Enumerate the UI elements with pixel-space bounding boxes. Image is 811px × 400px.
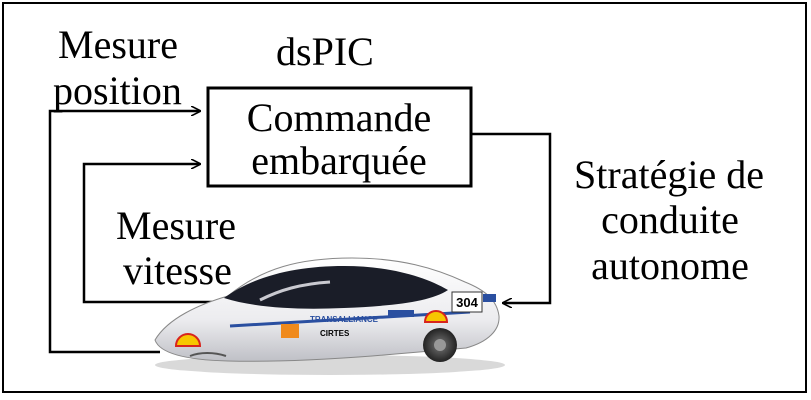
rear-wheel-hub (434, 339, 446, 351)
blue-decal-2 (483, 294, 496, 302)
mesure-position-line1: Mesure (58, 22, 178, 67)
commande-label: Commande (247, 95, 431, 140)
commande-embarquee-box (206, 86, 473, 188)
speed-feedback-arrow (82, 164, 215, 304)
position-feedback-arrow (48, 111, 200, 354)
front-wheel-fairing (189, 352, 227, 357)
sponsor-transalliance: TRANSALLIANCE (310, 315, 379, 324)
shell-logo-front (174, 333, 202, 347)
orange-decal (281, 324, 299, 338)
sponsor-cirtes: CIRTES (320, 329, 350, 338)
strategy-command-arrow (471, 132, 552, 303)
canopy-frame (259, 280, 331, 302)
strategie-line3: autonome (591, 243, 749, 288)
strategie-line1: Stratégie de (574, 152, 764, 197)
car-canopy (224, 266, 448, 309)
mesure-vitesse-line1: Mesure (116, 203, 236, 248)
eco-car-illustration: 304 TRANSALLIANCE CIRTES (154, 257, 505, 375)
embarquee-label: embarquée (251, 138, 426, 183)
race-number-plate (451, 291, 483, 313)
blue-decal (388, 310, 414, 317)
shell-logo-side (423, 310, 449, 323)
dspic-label: dsPIC (276, 29, 374, 74)
mesure-position-line2: position (53, 68, 182, 113)
mesure-vitesse-line2: vitesse (123, 248, 232, 293)
race-number: 304 (456, 295, 478, 310)
strategie-line2: conduite (601, 197, 739, 242)
outer-frame (2, 2, 807, 393)
